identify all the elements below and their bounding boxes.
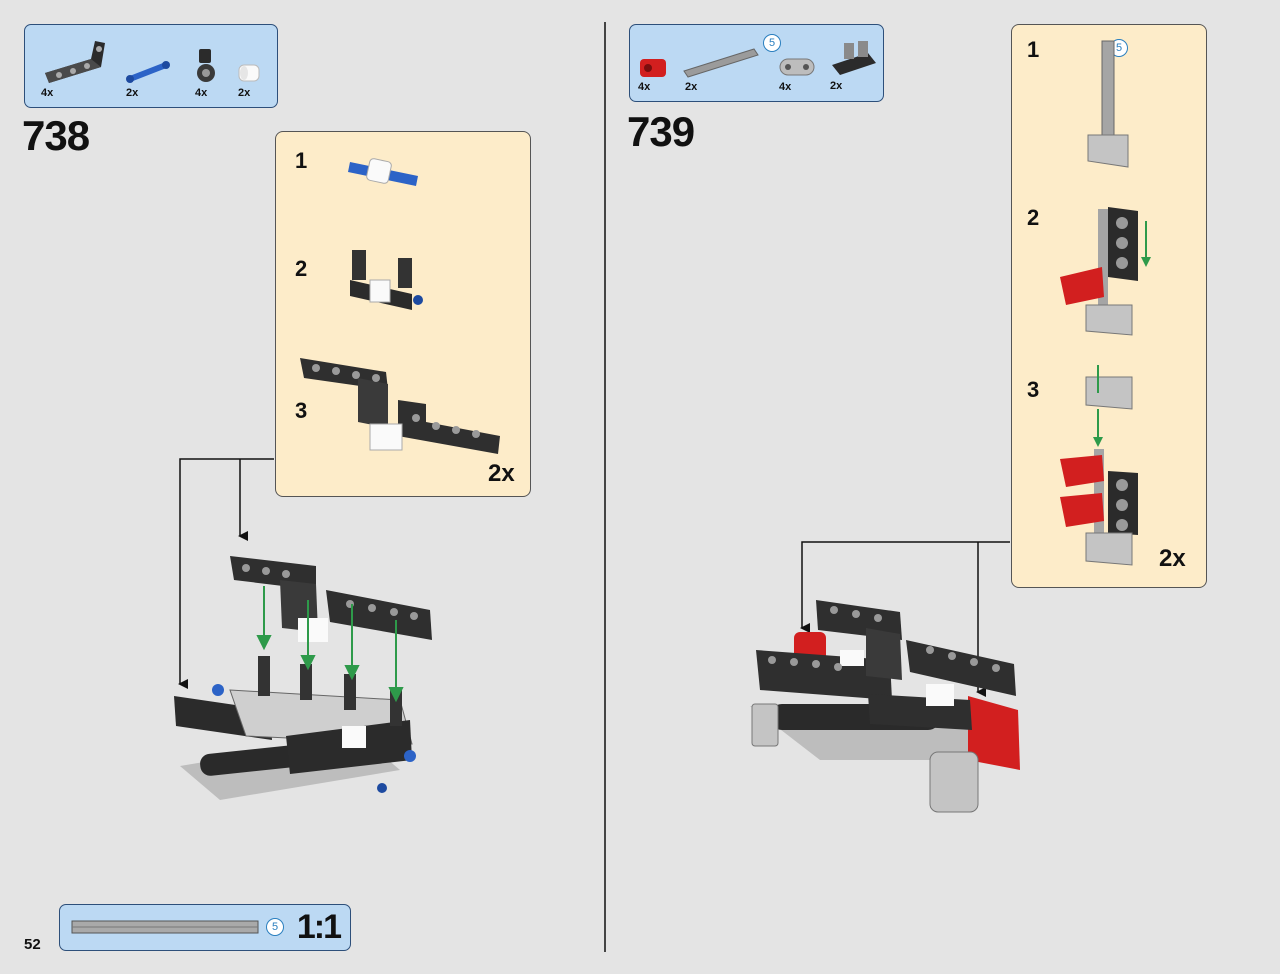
connector-pair-icon xyxy=(350,250,423,310)
length-badge: 5 xyxy=(266,918,284,936)
pin-with-bush-icon xyxy=(348,158,418,186)
qty-label: 2x xyxy=(238,87,251,99)
parts-list-739: 4x 5 2x 4x 2x xyxy=(629,24,884,102)
white-bush-icon xyxy=(238,64,260,82)
sub-step-2: 2 xyxy=(1027,205,1040,230)
double-connector-stack-icon xyxy=(1060,365,1138,566)
axle-in-beam-icon xyxy=(1087,40,1129,168)
grey-beam-icon xyxy=(779,58,815,76)
sub-step-3: 3 xyxy=(1027,377,1040,402)
qty-label: 4x xyxy=(41,87,54,99)
page-divider xyxy=(604,22,606,952)
axle-length-reference-icon xyxy=(71,920,259,934)
sub-step-1: 1 xyxy=(295,148,308,173)
qty-label: 2x xyxy=(830,80,843,92)
sub-step-3: 3 xyxy=(295,398,308,423)
parts-list-738: 4x 2x 4x 2x xyxy=(24,24,278,108)
sub-step-1: 1 xyxy=(1027,37,1040,62)
sub-assembly-callout-738: 1 2 3 2x xyxy=(275,131,531,497)
scale-ruler: 5 1:1 xyxy=(59,904,351,951)
scale-label: 1:1 xyxy=(296,908,342,946)
multiplier-label: 2x xyxy=(1159,545,1186,572)
page-number: 52 xyxy=(24,936,41,953)
blue-pin-icon xyxy=(126,61,170,83)
red-connector-icon xyxy=(640,59,666,77)
length-badge: 5 xyxy=(763,34,781,52)
qty-label: 2x xyxy=(685,81,698,93)
beam-assembly-icon xyxy=(300,358,500,454)
qty-label: 2x xyxy=(126,87,139,99)
black-connector-icon xyxy=(197,49,215,82)
step-number-738: 738 xyxy=(22,112,90,159)
multiplier-label: 2x xyxy=(488,460,515,487)
qty-label: 4x xyxy=(779,81,792,93)
qty-label: 4x xyxy=(195,87,208,99)
sub-assembly-callout-739: 1 5 2 3 2x xyxy=(1011,24,1207,588)
black-double-connector-icon xyxy=(832,41,876,75)
connector-stack-icon xyxy=(1060,207,1151,336)
sub-step-2: 2 xyxy=(295,256,308,281)
black-angled-beam-icon xyxy=(45,41,105,83)
grey-axle-icon xyxy=(683,48,759,78)
step-number-739: 739 xyxy=(627,108,695,155)
qty-label: 4x xyxy=(638,81,651,93)
